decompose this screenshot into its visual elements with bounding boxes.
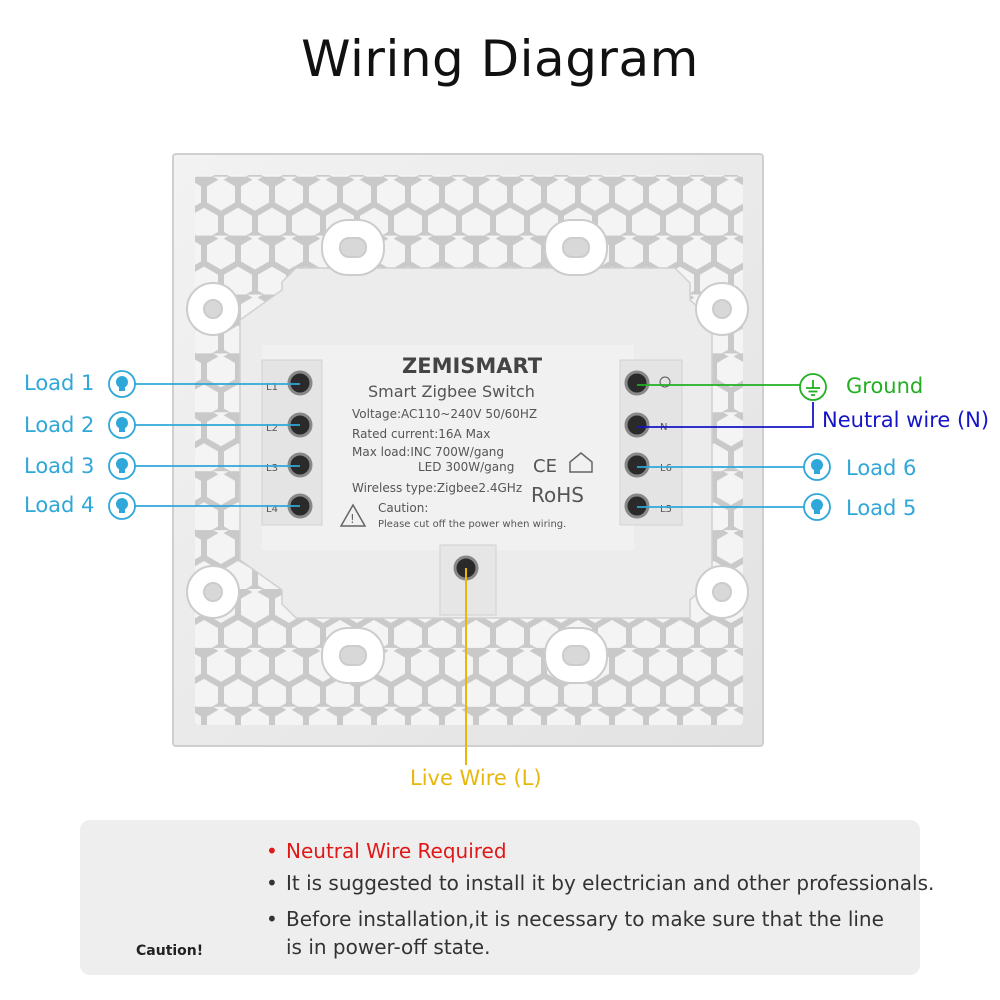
ground-symbol-small	[659, 376, 671, 388]
device-spec: Wireless type:Zigbee2.4GHz	[352, 481, 522, 495]
load-4-label: Load 4	[24, 493, 95, 517]
note-item: •Neutral Wire Required	[266, 839, 507, 863]
device-caution-text: Please cut off the power when wiring.	[378, 519, 566, 530]
terminal-label: L2	[266, 423, 278, 434]
svg-text:!: !	[350, 512, 355, 526]
load-6-label: Load 6	[846, 456, 917, 480]
device-spec: LED 300W/gang	[418, 460, 514, 474]
ce-mark: CE	[533, 456, 557, 477]
terminal-label: L5	[660, 504, 672, 515]
device-brand: ZEMISMART	[402, 354, 543, 378]
terminal-label: L3	[266, 463, 278, 474]
note-text: Before installation,it is necessary to m…	[286, 907, 884, 931]
live-wire-label: Live Wire (L)	[410, 766, 542, 790]
neutral-wire	[637, 402, 814, 428]
rohs-mark: RoHS	[531, 483, 584, 507]
ground-label: Ground	[846, 374, 924, 398]
note-text: It is suggested to install it by electri…	[286, 871, 935, 895]
terminal-label: L4	[266, 504, 278, 515]
device-spec: Voltage:AC110~240V 50/60HZ	[352, 407, 537, 421]
load-wires	[135, 383, 806, 508]
load-1-label: Load 1	[24, 371, 95, 395]
ground-icon	[799, 373, 827, 401]
page-title: Wiring Diagram	[301, 30, 699, 88]
device-caution-title: Caution:	[378, 501, 428, 515]
note-text: is in power-off state.	[286, 935, 491, 959]
load-5-label: Load 5	[846, 496, 917, 520]
note-text: Neutral Wire Required	[286, 839, 507, 863]
label-panel	[262, 345, 634, 550]
device-spec: Max load:INC 700W/gang	[352, 445, 504, 459]
note-item: •It is suggested to install it by electr…	[266, 871, 935, 895]
mounting-holes	[186, 219, 749, 684]
terminal-label: L1	[266, 382, 278, 393]
load-2-label: Load 2	[24, 413, 95, 437]
terminal-screws	[287, 370, 650, 519]
neutral-label: Neutral wire (N)	[822, 408, 990, 432]
home-icon	[569, 452, 593, 473]
load-3-label: Load 3	[24, 454, 95, 478]
device-spec: Rated current:16A Max	[352, 427, 490, 441]
bulb-icons	[108, 370, 831, 521]
caution-note-box	[80, 820, 920, 975]
note-item-continued: is in power-off state.	[286, 935, 490, 959]
terminal-label: L6	[660, 463, 672, 474]
device-name: Smart Zigbee Switch	[368, 382, 535, 401]
caution-label: Caution!	[136, 943, 204, 959]
note-item: •Before installation,it is necessary to …	[266, 907, 884, 931]
small-warning-icon	[339, 503, 367, 527]
